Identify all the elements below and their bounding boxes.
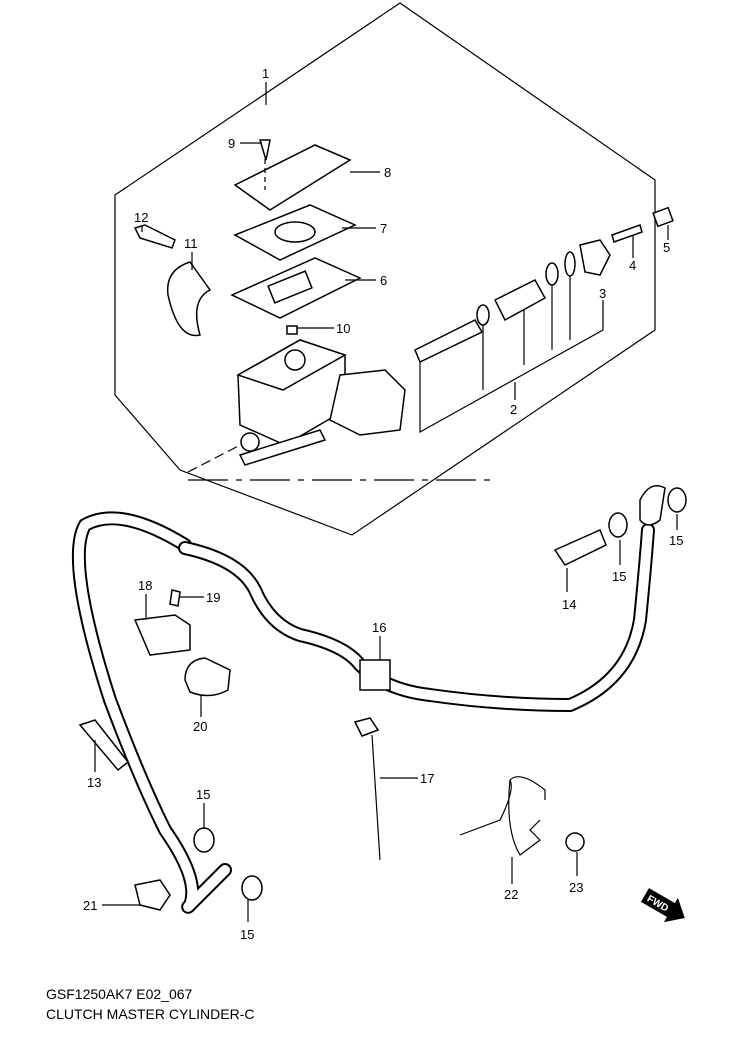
assembly-outline [114,2,656,536]
callout-15c: 15 [196,787,210,802]
callout-4: 4 [629,258,636,273]
cable-tie-17 [371,734,381,861]
reservoir-cap [233,144,352,211]
callout-3: 3 [599,286,606,301]
washer-15b [608,512,628,538]
banjo-fitting [639,485,666,526]
washer-15c [193,827,215,853]
callout-11: 11 [184,236,198,251]
callout-7: 7 [380,221,387,236]
callout-20: 20 [193,719,207,734]
callout-16: 16 [372,620,386,635]
diaphragm-ring [274,221,316,243]
diaphragm-center [267,270,313,304]
callout-13: 13 [87,775,101,790]
callout-14: 14 [562,597,576,612]
grommet-16 [359,659,391,691]
tie-head-17 [353,717,380,737]
callout-12: 12 [134,210,148,225]
callout-2: 2 [510,402,517,417]
washer-15d [241,875,263,901]
callout-22: 22 [504,887,518,902]
washer-15 [667,487,687,513]
callout-6: 6 [380,273,387,288]
boot-10 [286,325,298,335]
bolt-19 [169,589,181,607]
callout-23: 23 [569,880,583,895]
leader-lines [94,82,678,922]
clamp-18 [133,614,191,656]
clip-22 [459,776,546,856]
callout-18: 18 [138,578,152,593]
clamp-20 [184,657,231,697]
master-cylinder-body [236,339,406,466]
section-dashed-diagonal [187,439,251,473]
callout-15d: 15 [240,927,254,942]
fwd-arrow-icon: FWD [640,888,685,923]
callout-8: 8 [384,165,391,180]
callout-17: 17 [420,771,434,786]
callout-10: 10 [336,321,350,336]
callout-5: 5 [663,240,670,255]
clamp-21 [134,879,171,911]
callout-19: 19 [206,590,220,605]
piston-set [414,206,674,364]
clamp-11 [166,261,212,337]
bolt-13 [78,719,130,772]
screw-9 [258,139,271,161]
model-code: GSF1250AK7 E02_067 [46,986,193,1002]
callout-9: 9 [228,136,235,151]
callout-21: 21 [83,898,97,913]
bolt-12 [133,224,176,249]
bolt-23 [565,832,585,852]
diagram-title: CLUTCH MASTER CYLINDER-C [46,1006,255,1022]
callout-1: 1 [262,66,269,81]
callout-15b: 15 [669,533,683,548]
callout-15a: 15 [612,569,626,584]
union-bolt-14 [553,528,607,566]
